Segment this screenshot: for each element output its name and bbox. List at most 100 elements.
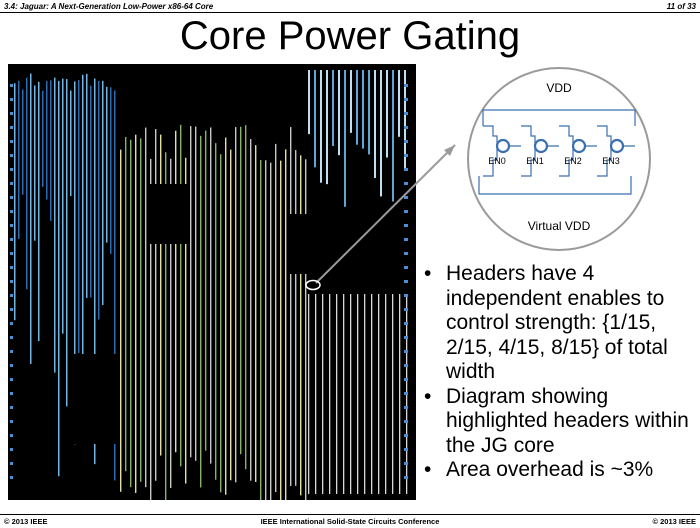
die-texture-mark [14,83,16,321]
die-texture-mark [404,350,408,353]
die-texture-mark [404,294,408,297]
die-texture-mark [260,159,262,500]
die-texture-mark [10,308,13,311]
die-texture-mark [295,150,297,486]
die-texture-mark [344,70,346,207]
die-texture-mark [235,127,237,483]
die-texture-mark [10,182,13,185]
die-texture-mark [404,238,408,241]
die-texture-mark [98,80,100,320]
enable-label: EN0 [488,156,506,166]
die-texture-mark [357,294,359,494]
die-texture-mark [404,336,408,339]
die-texture-mark [404,378,408,381]
die-texture-mark [50,80,52,221]
die-texture-mark [185,157,187,484]
die-texture-mark [404,266,408,269]
callout-arrowhead [444,145,455,156]
die-texture-mark [404,434,408,437]
die-texture-mark [398,70,400,137]
die-texture-mark [125,136,127,472]
die-texture-mark [150,158,152,500]
die-texture-mark [404,210,408,213]
die-texture-mark [106,86,108,243]
die-texture-mark [42,90,44,187]
die-texture-mark [288,214,358,274]
die-texture-mark [336,294,338,494]
die-texture-mark [404,98,408,101]
die-texture-mark [10,406,13,409]
die-texture-mark [110,87,112,254]
die-texture-mark [10,252,13,255]
die-texture-mark [10,280,13,283]
die-texture-mark [338,70,340,156]
header-transistors [483,125,635,177]
die-texture-mark [102,80,104,306]
die-texture-mark [180,124,182,467]
die-texture-mark [10,476,13,479]
die-texture-mark [368,70,370,155]
die-texture-mark [270,162,272,500]
die-texture-mark [34,85,36,241]
die-texture-mark [90,85,92,298]
bullet-text: Diagram showing highlighted headers with… [446,384,689,457]
die-texture-mark [255,145,257,482]
die-texture-mark [10,210,13,213]
die-texture-mark [350,294,352,494]
footer-copyright-left: © 2013 IEEE [4,517,48,526]
vdd-label: VDD [546,81,572,95]
die-texture-mark [10,294,13,297]
die-texture-mark [210,127,212,464]
die-texture-mark [371,294,373,494]
magnifier-circle [467,67,651,251]
die-texture-mark [114,90,116,481]
die-texture-mark [205,130,207,451]
die-texture-mark [10,364,13,367]
die-texture-mark [140,138,142,482]
die-texture-mark [10,434,13,437]
die-texture-mark [404,224,408,227]
die-texture-mark [315,294,317,494]
die-texture-mark [10,112,13,115]
die-texture-mark [404,140,408,143]
die-texture-mark [380,70,382,197]
bullet-item: •Diagram showing highlighted headers wit… [424,384,689,457]
die-texture-mark [404,196,408,199]
header-highlight-marker [305,279,321,291]
die-texture-mark [300,155,302,496]
die-texture-mark [265,160,267,500]
die-texture-mark [404,126,408,129]
enable-gate-circle [495,138,511,154]
die-texture-mark [314,70,316,168]
die-texture-mark [404,70,406,169]
die-texture-mark [30,73,32,364]
die-texture-mark [305,159,307,500]
die-texture-mark [120,149,122,492]
die-texture-mark [22,89,24,195]
footer-copyright-right: © 2013 IEEE [652,517,696,526]
die-texture-mark [285,149,287,500]
callout-line [315,144,456,284]
die-texture-mark [240,126,242,455]
die-texture-mark [78,80,80,353]
die-texture-mark [350,70,352,133]
die-texture-mark [10,238,13,241]
die-texture-mark [190,126,192,458]
die-texture-mark [280,160,282,500]
die-texture-mark [10,420,13,423]
die-texture-mark [26,77,28,290]
die-texture-mark [68,354,118,444]
header-slide-number: 11 of 33 [666,2,696,11]
die-texture-mark [404,182,408,185]
die-texture-mark [200,135,202,488]
bullet-item: •Area overhead is ~3% [424,458,654,481]
die-texture-mark [238,70,308,120]
die-texture-mark [404,420,408,423]
die-texture-mark [175,130,177,453]
die-texture-mark [62,78,64,334]
die-texture-mark [82,74,84,364]
die-texture-mark [195,126,197,461]
die-texture-mark [404,280,408,283]
die-texture-mark [404,476,408,479]
